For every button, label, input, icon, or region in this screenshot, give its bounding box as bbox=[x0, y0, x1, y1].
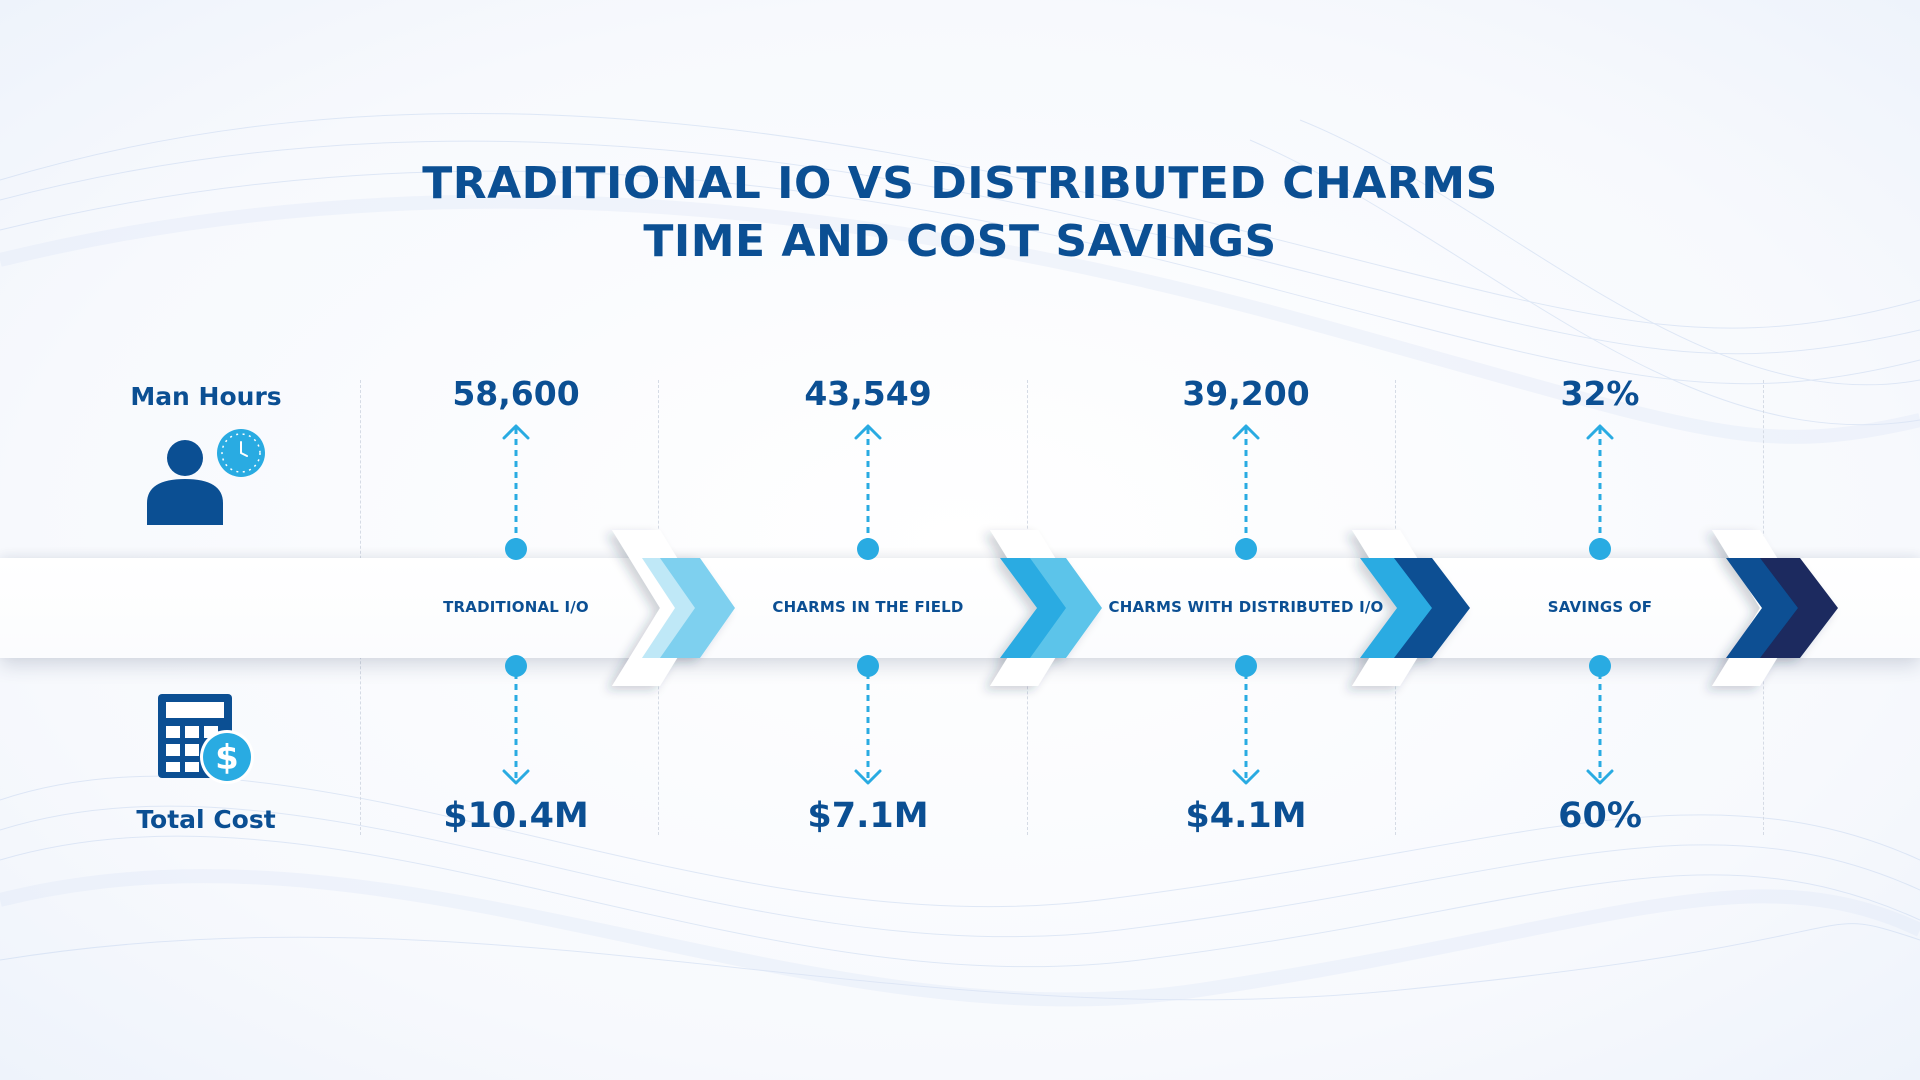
step-column: 32% SAVINGS OF 60% bbox=[1450, 0, 1750, 1080]
up-connector bbox=[502, 424, 530, 560]
step-label: SAVINGS OF bbox=[1547, 598, 1653, 616]
step-column: 43,549 CHARMS IN THE FIELD $7.1M bbox=[718, 0, 1018, 1080]
total-cost-label: Total Cost bbox=[136, 805, 276, 834]
step-label: CHARMS WITH DISTRIBUTED I/O bbox=[1108, 598, 1384, 616]
chevron-1 bbox=[612, 530, 735, 686]
step-column: 39,200 CHARMS WITH DISTRIBUTED I/O $4.1M bbox=[1096, 0, 1396, 1080]
total-cost-value: $7.1M bbox=[807, 796, 929, 836]
man-hours-label: Man Hours bbox=[130, 382, 282, 411]
step-label: TRADITIONAL I/O bbox=[443, 598, 589, 616]
down-connector bbox=[854, 655, 882, 785]
man-hours-value: 43,549 bbox=[804, 374, 932, 413]
process-band bbox=[0, 558, 1920, 658]
chevron-3 bbox=[1352, 530, 1470, 686]
page-title-line-2: TIME AND COST SAVINGS bbox=[643, 216, 1277, 267]
total-cost-value: $10.4M bbox=[443, 796, 589, 836]
down-connector bbox=[1232, 655, 1260, 785]
step-column: 58,600 TRADITIONAL I/O $10.4M bbox=[366, 0, 666, 1080]
person-clock-icon bbox=[147, 429, 265, 525]
chevron-2 bbox=[990, 530, 1102, 686]
down-connector bbox=[1586, 655, 1614, 785]
calculator-dollar-icon: $ bbox=[158, 694, 254, 784]
total-cost-value: $4.1M bbox=[1185, 796, 1307, 836]
up-connector bbox=[1586, 424, 1614, 560]
page-title-line-1: TRADITIONAL IO VS DISTRIBUTED CHARMS bbox=[422, 158, 1498, 209]
up-connector bbox=[1232, 424, 1260, 560]
step-label: CHARMS IN THE FIELD bbox=[772, 598, 964, 616]
total-cost-value: 60% bbox=[1558, 796, 1642, 836]
man-hours-value: 39,200 bbox=[1182, 374, 1310, 413]
down-connector bbox=[502, 655, 530, 785]
svg-text:$: $ bbox=[215, 738, 239, 778]
chevron-4 bbox=[1712, 530, 1838, 686]
man-hours-value: 58,600 bbox=[452, 374, 580, 413]
man-hours-value: 32% bbox=[1560, 374, 1640, 413]
up-connector bbox=[854, 424, 882, 560]
